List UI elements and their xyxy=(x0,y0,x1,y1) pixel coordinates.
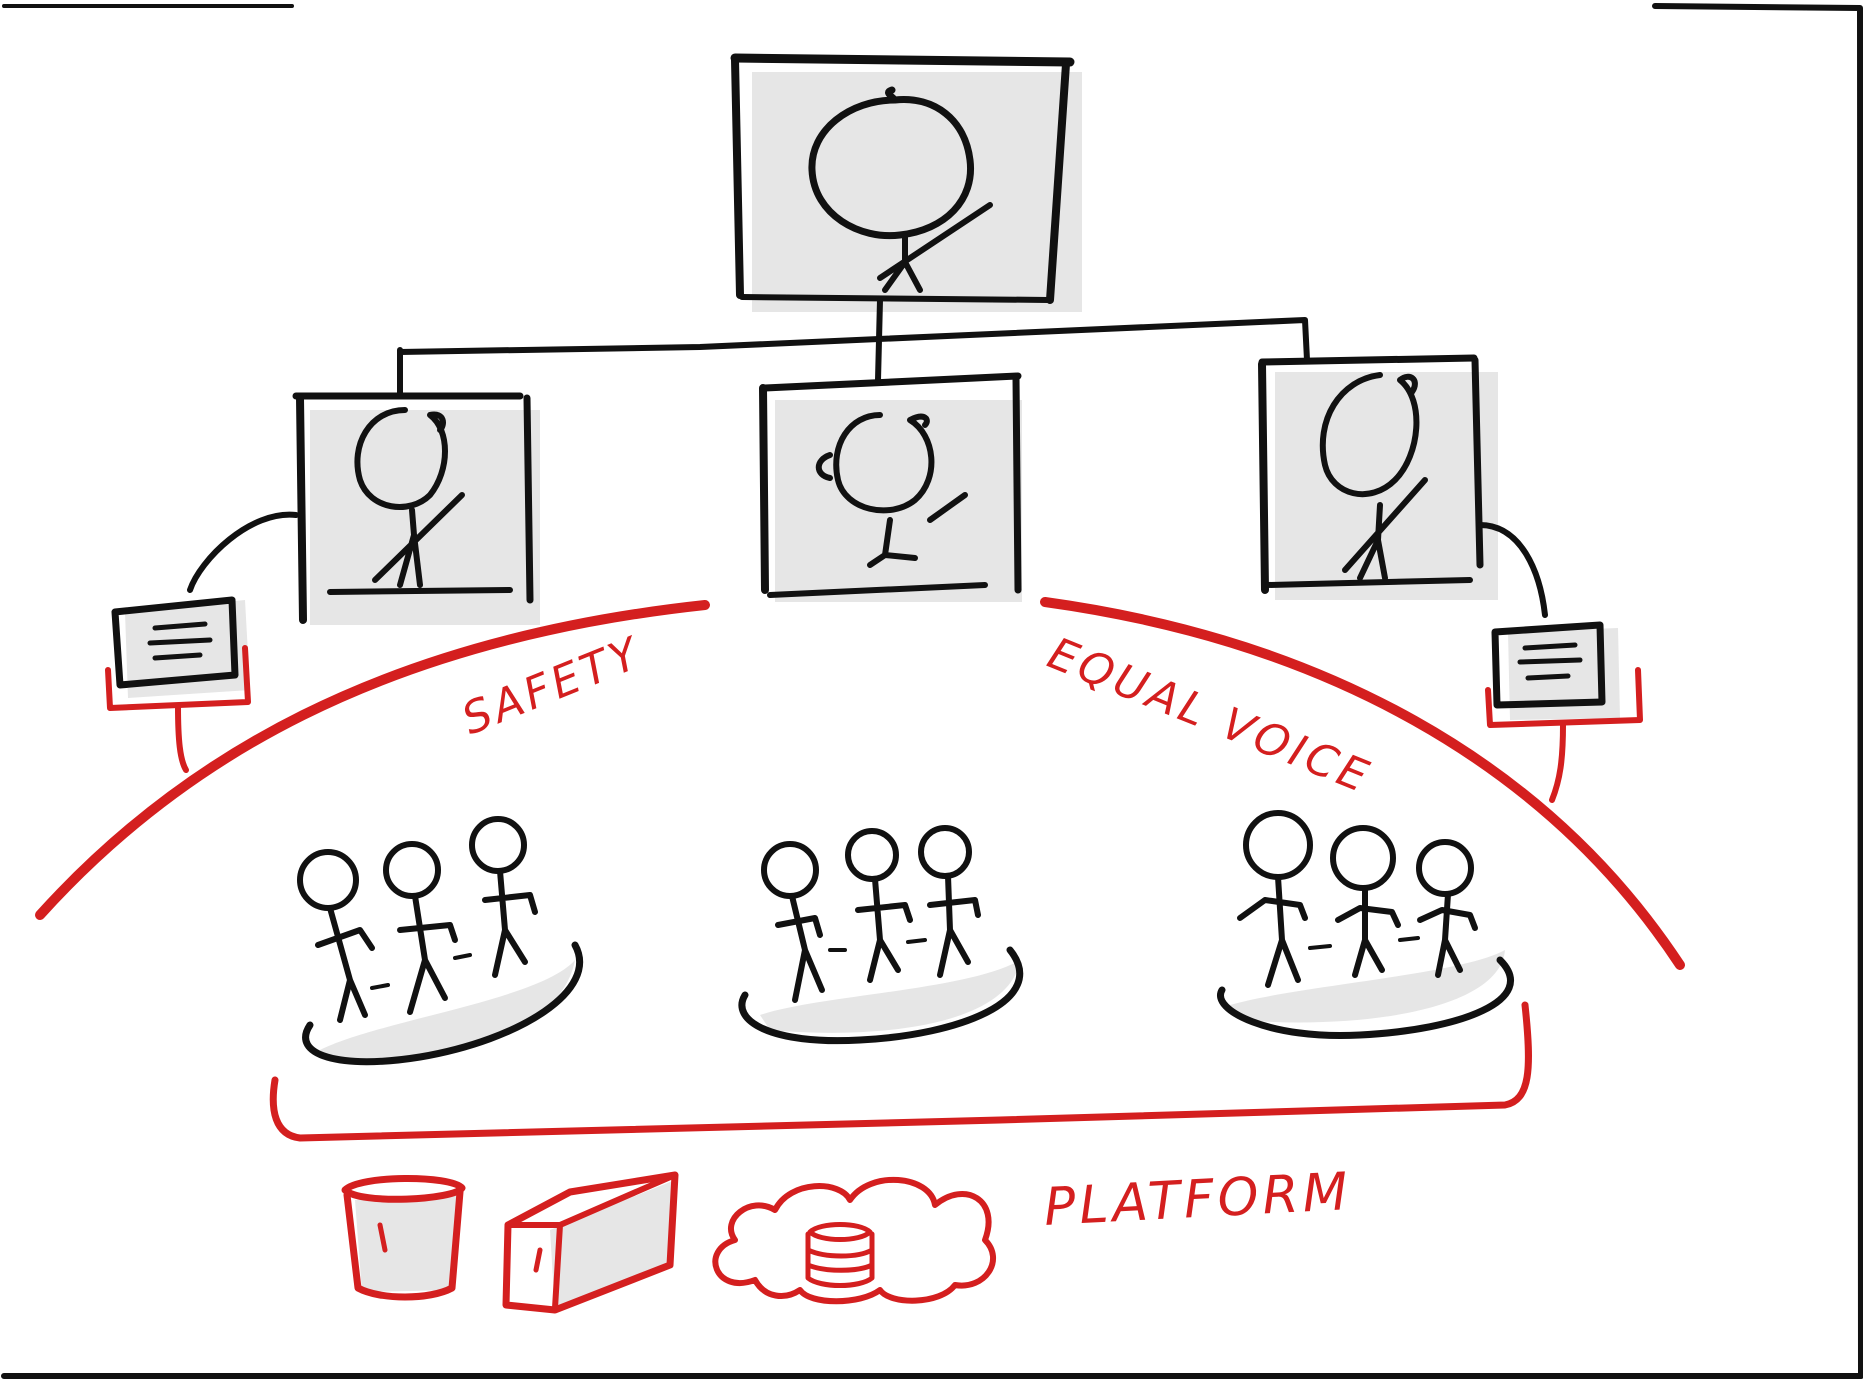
leader-box xyxy=(730,53,1082,312)
cloud-database-icon xyxy=(712,1177,996,1305)
document-right xyxy=(1485,621,1643,803)
document-icon xyxy=(147,621,213,661)
team-group-icon xyxy=(1237,810,1478,988)
manager-box-right xyxy=(1258,354,1498,600)
manager-box-center xyxy=(759,372,1022,602)
equal-voice-label: EQUAL VOICE xyxy=(1041,628,1379,804)
hierarchy-connectors xyxy=(397,297,1310,398)
team-group-right xyxy=(1217,810,1514,1040)
team-group-left xyxy=(297,816,584,1066)
frame xyxy=(1,3,1863,1379)
manager-stick-figure-icon xyxy=(354,407,465,588)
safety-dome xyxy=(35,597,1685,970)
platform-bracket xyxy=(269,1001,1532,1142)
manager-box-left xyxy=(292,392,540,625)
team-group-icon xyxy=(297,816,538,1023)
seated-manager-icon xyxy=(815,412,968,568)
server-box-icon xyxy=(502,1171,679,1314)
team-group-center xyxy=(738,825,1024,1045)
document-icon xyxy=(1517,642,1583,681)
team-group-icon xyxy=(761,825,981,1003)
database-bucket-icon xyxy=(341,1175,466,1301)
manager-stick-figure-icon xyxy=(1319,372,1428,581)
document-connectors xyxy=(187,511,1548,618)
platform-label: PLATFORM xyxy=(1043,1162,1353,1238)
leader-stick-figure-icon xyxy=(808,86,993,293)
document-left xyxy=(105,596,251,773)
